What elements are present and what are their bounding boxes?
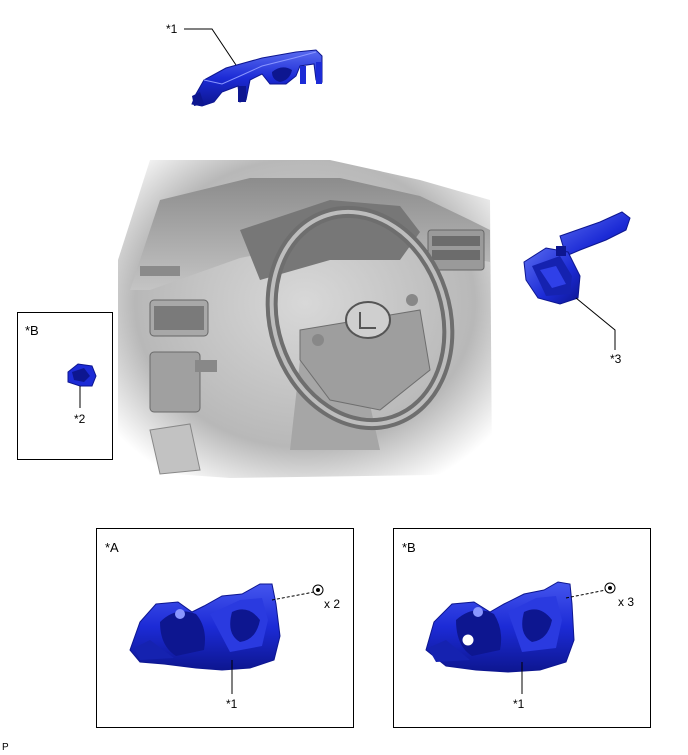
detail-b-frame: [393, 528, 651, 728]
inset-b-title: *B: [25, 323, 39, 338]
inset-b-part-label: *2: [74, 412, 86, 426]
detail-a-frame: [96, 528, 354, 728]
detail-a-part-label: *1: [226, 697, 238, 711]
detail-b-title: *B: [402, 540, 416, 555]
inset-b-frame: [17, 312, 113, 460]
footer-code: P: [2, 742, 9, 753]
top-part-label: *1: [166, 22, 178, 36]
switch-label: *3: [610, 352, 622, 366]
detail-a-title: *A: [105, 540, 119, 555]
detail-b-part-label: *1: [513, 697, 525, 711]
detail-a-screw-count: x 2: [324, 597, 341, 611]
detail-b-screw-count: x 3: [618, 595, 635, 609]
